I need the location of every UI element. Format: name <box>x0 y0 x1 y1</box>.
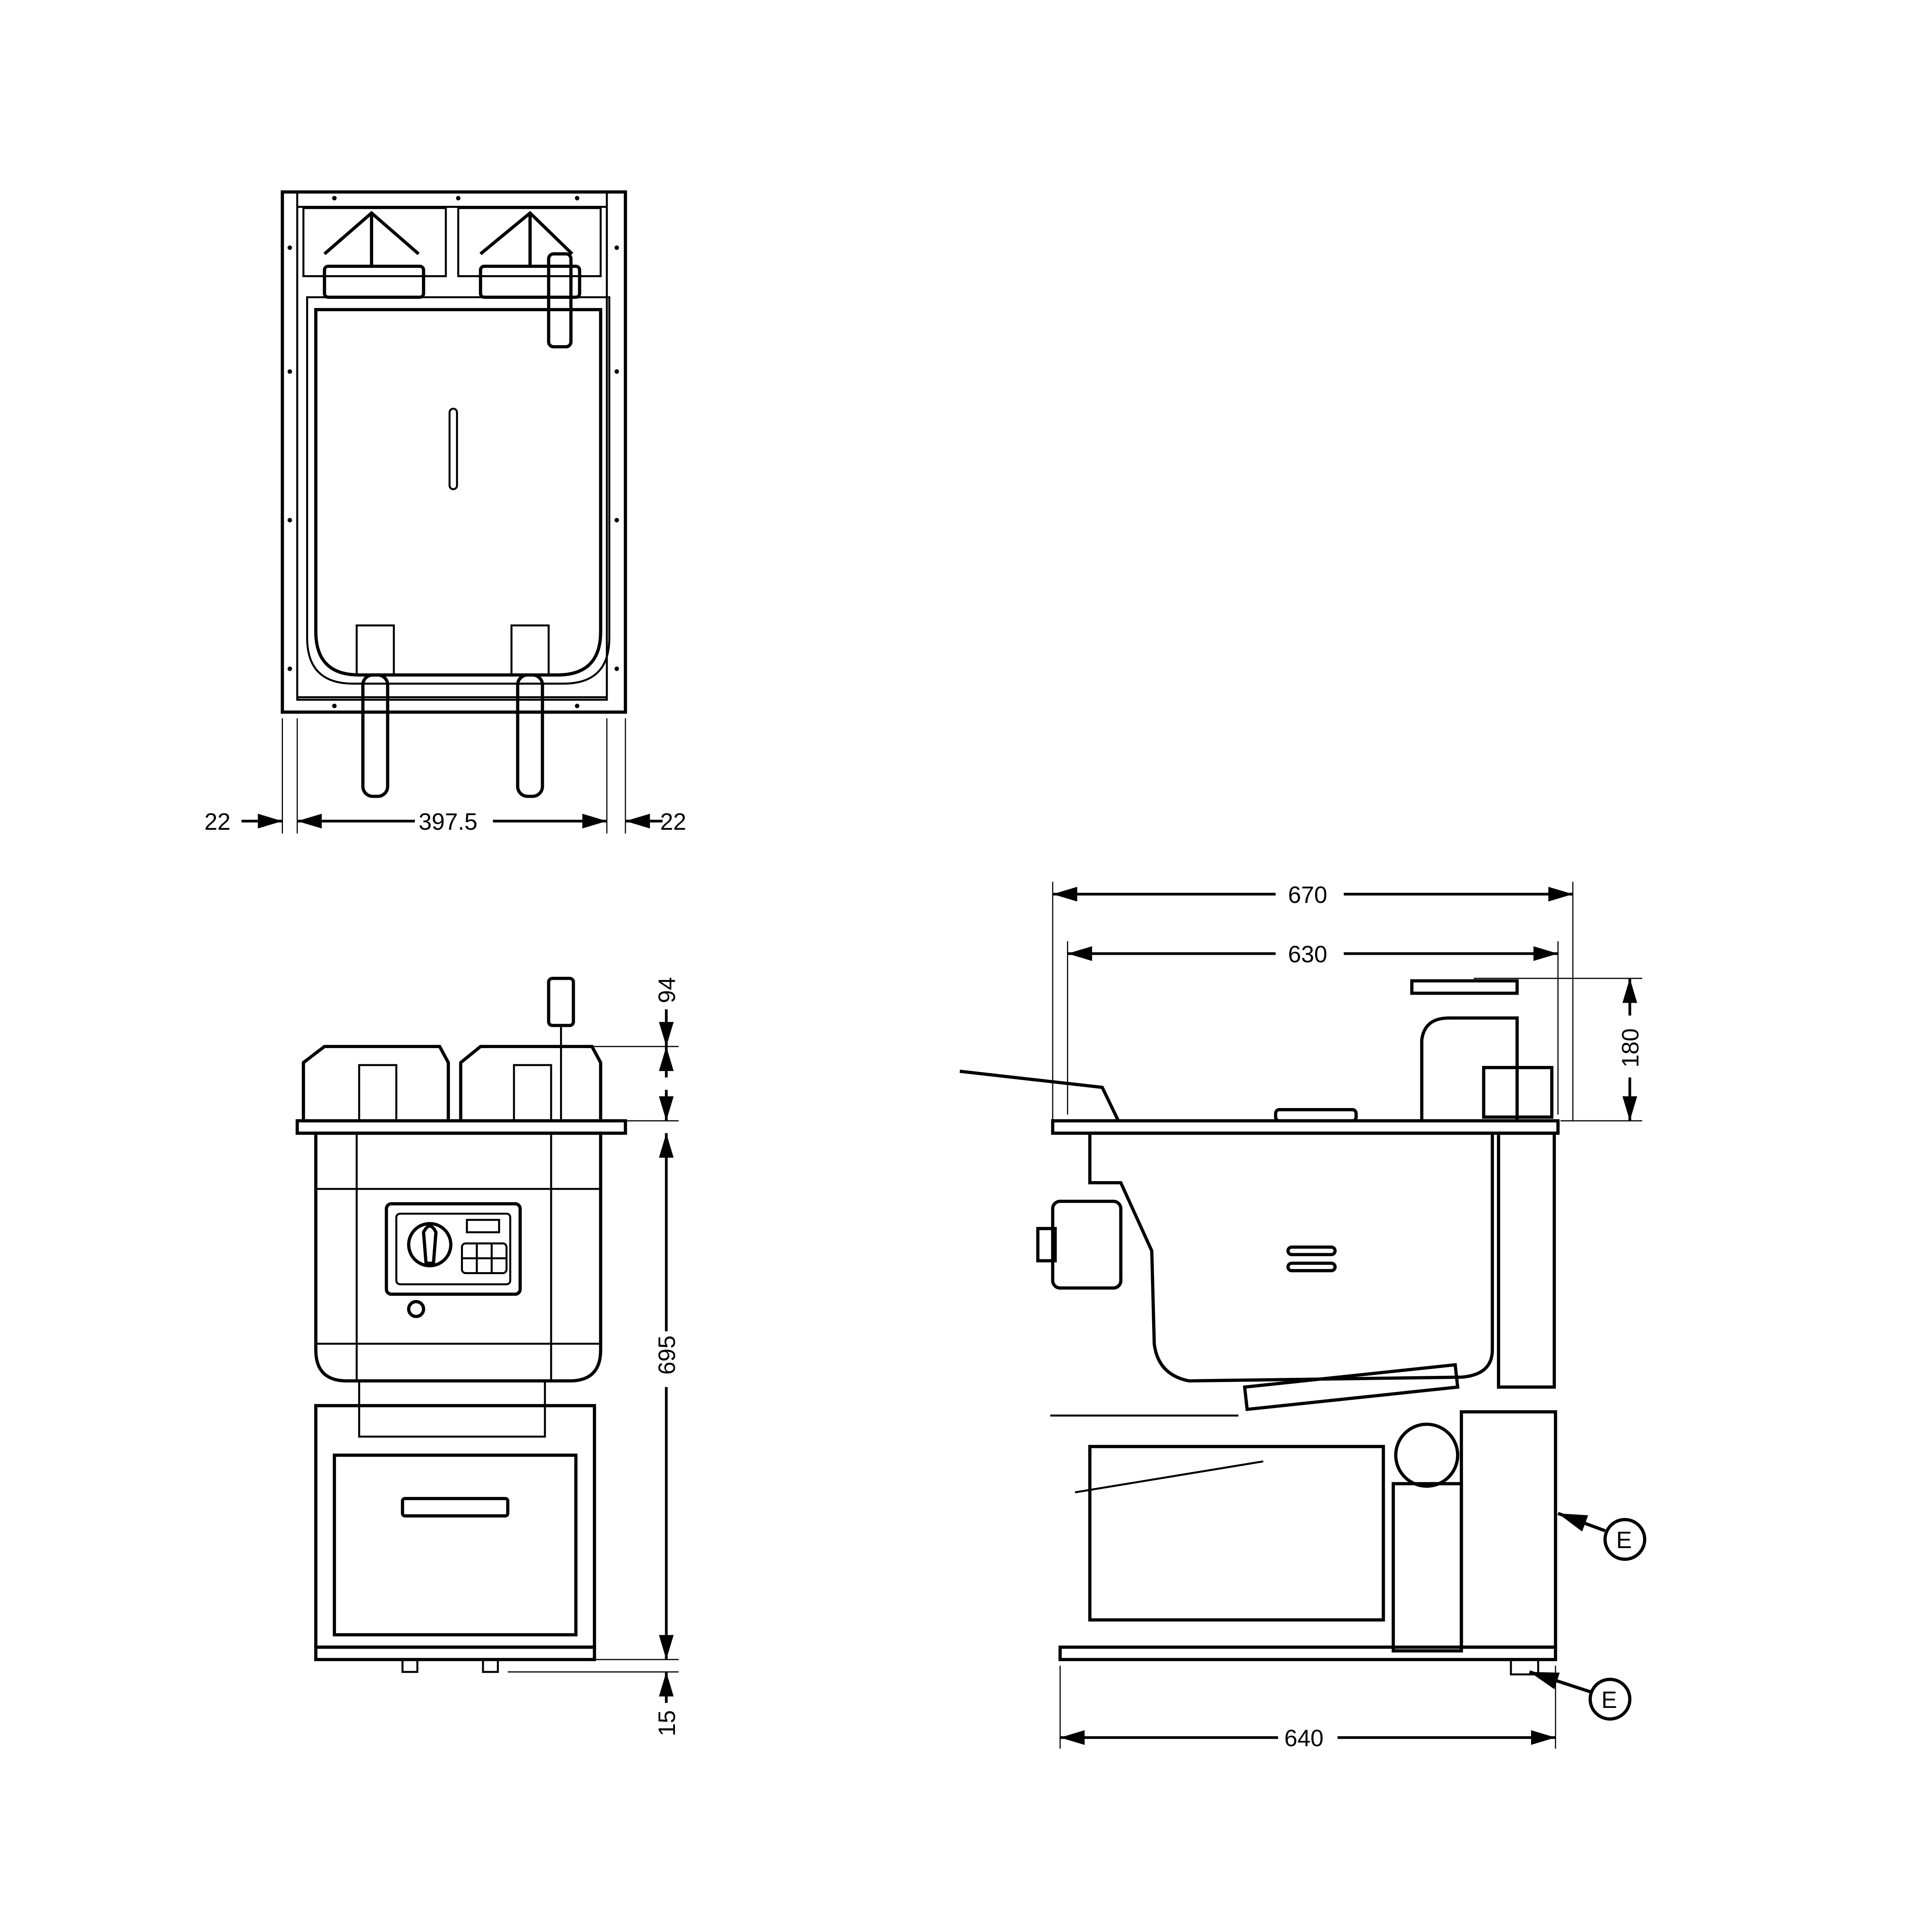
control-panel <box>385 1202 522 1296</box>
basket-handle-front-left <box>356 624 395 798</box>
tank-side <box>1088 1131 1494 1383</box>
dim-left-margin: 22 <box>204 808 231 835</box>
outer-frame <box>281 190 627 714</box>
dim-foot-height: 15 <box>654 1710 680 1737</box>
rear-cabinet <box>1459 1410 1557 1649</box>
lift-arm-top <box>1410 979 1519 995</box>
display <box>466 1219 500 1233</box>
control-knob-side <box>1036 1227 1057 1262</box>
dim-overall-depth: 670 <box>1288 882 1327 908</box>
callout-label: E <box>1601 1687 1617 1713</box>
lift-arm-right <box>513 1064 552 1122</box>
dim-lift-height: 180 <box>1617 1028 1644 1067</box>
drain-chute <box>1243 1363 1459 1411</box>
dim-top-height: 94 <box>654 977 680 1003</box>
filter-cabinet <box>314 1404 596 1649</box>
dim-body-height: 695 <box>654 1336 680 1375</box>
drawer-handle <box>401 1497 510 1518</box>
knob-handle <box>422 1224 438 1265</box>
vent-slots <box>1286 1245 1337 1273</box>
depth-dimensions: 670 630 180 640 <box>1052 882 1644 1751</box>
inner-plate <box>296 191 608 701</box>
base-plate <box>314 1645 596 1661</box>
basket-hanger-right <box>479 264 581 299</box>
front-view: 94 695 15 <box>295 976 680 1736</box>
dim-top-depth: 630 <box>1288 941 1327 967</box>
filter-rod <box>1075 1460 1264 1494</box>
lift-housing-left <box>302 207 447 277</box>
dim-right-margin: 22 <box>660 808 687 835</box>
drain-slot <box>449 408 458 490</box>
height-dimensions: 94 695 15 <box>508 977 680 1736</box>
lever <box>547 252 573 349</box>
basket-handle-right <box>479 211 574 266</box>
basket-handle-front-right <box>510 624 550 798</box>
top-view: 22 397.5 22 <box>204 190 686 835</box>
tank-body <box>314 1131 603 1383</box>
width-dimension: 22 397.5 22 <box>204 718 686 835</box>
basket-left <box>301 1045 450 1121</box>
screws <box>288 196 619 708</box>
dim-base-depth: 640 <box>1284 1725 1323 1751</box>
indicator-light <box>407 1300 425 1318</box>
feet <box>401 1658 499 1673</box>
side-view: 670 630 180 640 E E <box>959 882 1646 1751</box>
filter-drawer <box>332 1453 578 1637</box>
basket-hanger-left <box>323 264 425 299</box>
callout-label: E <box>1616 1527 1632 1553</box>
basket-handle-left <box>323 211 420 266</box>
lift-motor <box>1482 1066 1553 1119</box>
tank-outline <box>314 308 603 677</box>
basket-right <box>459 1045 603 1121</box>
lift-column <box>547 976 575 1027</box>
pump-motor <box>1394 1422 1459 1488</box>
lift-arm-left <box>358 1064 397 1122</box>
pump-housing <box>1391 1482 1463 1653</box>
rear-column <box>1497 1131 1556 1389</box>
basket-hook <box>959 1069 1120 1122</box>
control-box <box>1051 1199 1123 1290</box>
filter-pan <box>1088 1445 1385 1622</box>
drain-assembly <box>358 1380 546 1438</box>
foot <box>1510 1658 1539 1675</box>
callout-e-upper: E <box>1557 1512 1646 1561</box>
dim-width: 397.5 <box>419 808 478 835</box>
callout-e-lower: E <box>1529 1670 1632 1721</box>
top-flange <box>295 1119 627 1135</box>
lid-handle <box>1274 1108 1358 1123</box>
tank-inner <box>306 296 610 685</box>
control-knob <box>407 1222 452 1267</box>
base-frame <box>1058 1645 1557 1661</box>
lift-housing-right <box>457 207 602 277</box>
top-rim <box>1051 1119 1560 1135</box>
lift-mechanism <box>1420 1016 1519 1121</box>
